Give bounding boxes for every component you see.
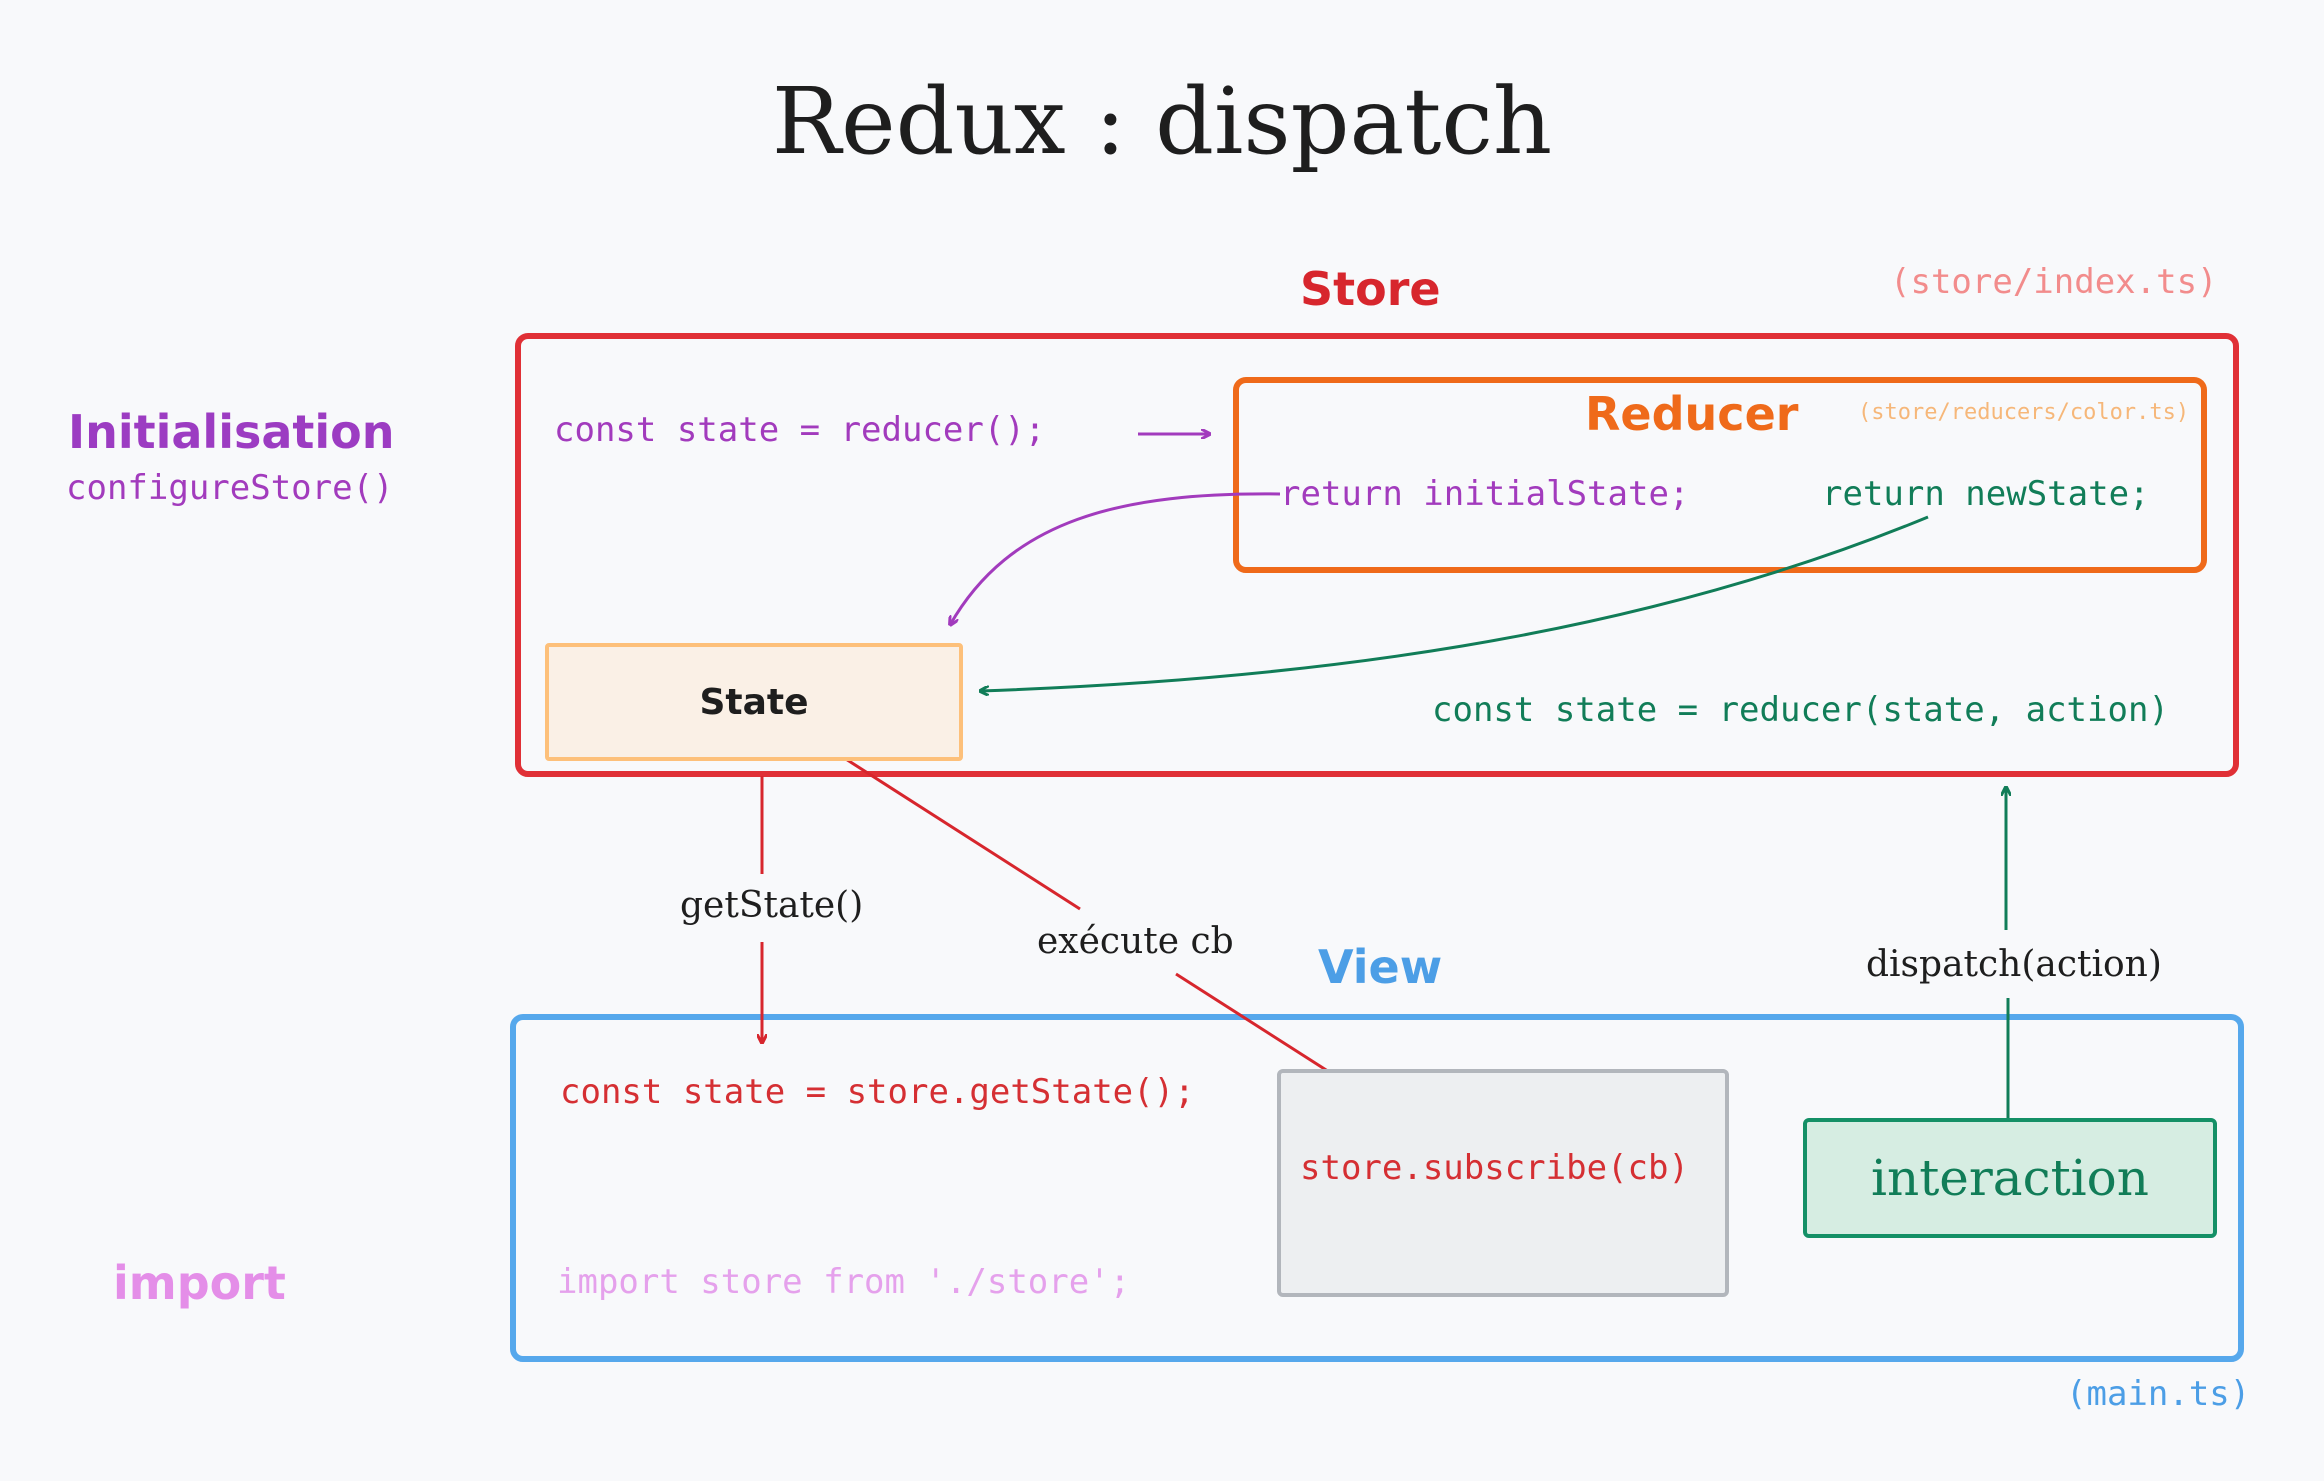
configure-store-label: configureStore() bbox=[66, 468, 394, 508]
subscribe-code: store.subscribe(cb) bbox=[1300, 1148, 1689, 1188]
import-label: import bbox=[113, 1256, 286, 1310]
state-box: State bbox=[545, 643, 963, 761]
view-label: View bbox=[1318, 940, 1443, 994]
execute-cb-edge-label: exécute cb bbox=[1037, 921, 1234, 962]
init-state-code: const state = reducer(); bbox=[554, 410, 1046, 450]
dispatch-edge-label: dispatch(action) bbox=[1866, 944, 2162, 985]
main-file-label: (main.ts) bbox=[2066, 1374, 2251, 1414]
reducer-label: Reducer bbox=[1585, 387, 1799, 441]
store-file-label: (store/index.ts) bbox=[1890, 262, 2218, 302]
store-container bbox=[515, 333, 2239, 777]
interaction-label: interaction bbox=[1871, 1149, 2149, 1207]
initialisation-label: Initialisation bbox=[68, 405, 395, 459]
new-state-arrow bbox=[980, 515, 1929, 691]
get-state-edge-label: getState() bbox=[680, 885, 864, 926]
initial-state-arrow bbox=[950, 492, 1281, 625]
store-label: Store bbox=[1300, 262, 1441, 316]
get-state-code: const state = store.getState(); bbox=[560, 1072, 1195, 1112]
interaction-box: interaction bbox=[1803, 1118, 2217, 1238]
reduce-state-code: const state = reducer(state, action) bbox=[1432, 690, 2169, 730]
reducer-file-label: (store/reducers/color.ts) bbox=[1858, 400, 2190, 425]
execute-cb-arrow-top bbox=[837, 752, 1081, 911]
import-store-code: import store from './store'; bbox=[557, 1262, 1131, 1302]
view-container bbox=[510, 1014, 2244, 1362]
return-new-state-code: return newState; bbox=[1822, 474, 2150, 514]
diagram-title: Redux : dispatch bbox=[771, 68, 1553, 175]
return-initial-state-code: return initialState; bbox=[1280, 474, 1690, 514]
state-box-label: State bbox=[699, 681, 809, 723]
reducer-container bbox=[1233, 377, 2207, 573]
subscribe-box bbox=[1277, 1069, 1729, 1297]
